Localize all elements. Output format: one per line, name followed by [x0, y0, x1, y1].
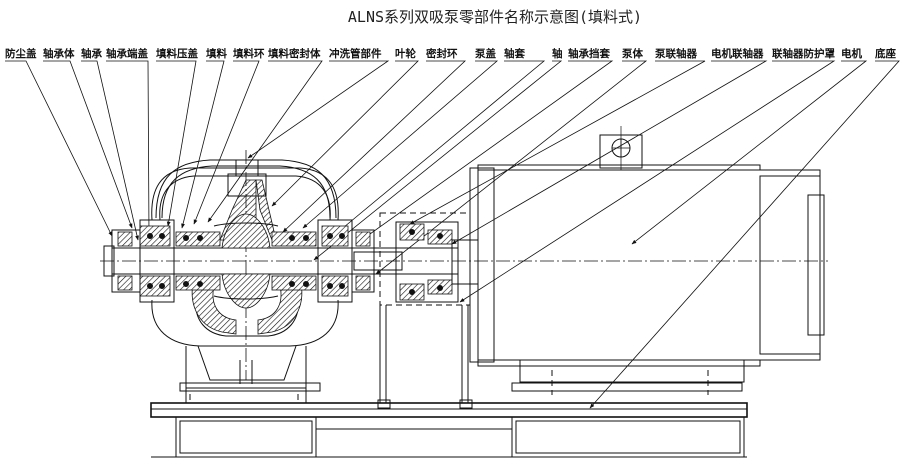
coupling-guard	[377, 212, 473, 409]
label-motor: 电机	[841, 47, 862, 60]
label-shaft-sleeve: 轴套	[504, 47, 525, 60]
label-impeller: 叶轮	[395, 47, 416, 60]
label-lantern-ring: 填料环	[233, 47, 265, 60]
leader-lines	[5, 60, 900, 409]
base-frame	[150, 370, 748, 458]
diagram-title: ALNS系列双吸泵零部件名称示意图(填料式)	[348, 8, 642, 26]
coupling	[395, 221, 479, 303]
shaft	[100, 247, 828, 275]
left-bearing-assembly	[103, 219, 221, 303]
label-bearing-body: 轴承体	[43, 47, 75, 60]
label-packing: 填料	[206, 47, 227, 60]
label-shaft: 轴	[552, 47, 563, 60]
label-dust-cover: 防尘盖	[5, 47, 37, 60]
label-packing-gland: 填料压盖	[156, 47, 198, 60]
pump-casing	[151, 150, 339, 389]
label-packing-seal-body: 填料密封体	[268, 47, 321, 60]
label-base: 底座	[875, 47, 896, 60]
label-seal-ring: 密封环	[426, 47, 458, 60]
flush-pipe	[155, 159, 337, 219]
right-bearing-assembly	[271, 219, 375, 303]
part-labels: 防尘盖 轴承体 轴承 轴承端盖 填料压盖 填料 填料环 填料密封体 冲洗管部件 …	[5, 47, 896, 60]
label-pump-body: 泵体	[622, 47, 643, 60]
label-flush-pipe: 冲洗管部件	[329, 47, 382, 60]
label-pump-cover: 泵盖	[475, 47, 496, 60]
label-bearing-end-cover: 轴承端盖	[106, 47, 148, 60]
label-coupling-guard: 联轴器防护罩	[772, 47, 835, 60]
label-motor-coupling: 电机联轴器	[711, 47, 764, 60]
impeller	[213, 213, 279, 309]
label-pump-coupling: 泵联轴器	[655, 47, 697, 60]
label-bearing-spacer: 轴承挡套	[568, 47, 610, 60]
label-bearing: 轴承	[81, 47, 102, 60]
